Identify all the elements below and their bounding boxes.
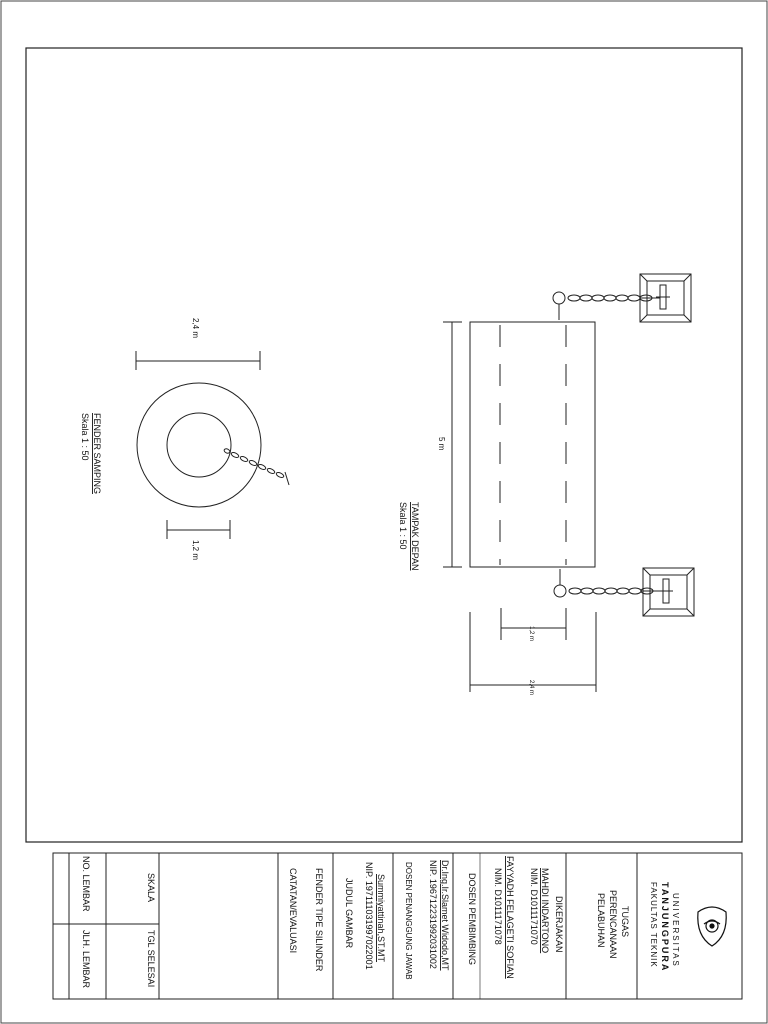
supervisor-name: Dr.Ing.Ir.Slamet Widodo,MT xyxy=(440,860,450,971)
side-view-scale: Skala 1 : 50 xyxy=(80,413,90,461)
side-view: 2,4 m 1,2 m FENDER SAMPING Skala 1 : 50 xyxy=(80,318,290,560)
university-logo-icon xyxy=(697,906,727,947)
dim-large-label: 2,4 m xyxy=(528,680,534,695)
dim-small xyxy=(500,608,567,640)
university-label: UNIVERSITAS xyxy=(671,893,680,968)
drawing-title-label: JUDUL GAMBAR xyxy=(344,878,354,949)
sheet-total-label: JLH. LEMBAR xyxy=(81,930,91,989)
course-line1: TUGAS xyxy=(620,906,630,937)
drawing-title: FENDER TIPE SILINDER xyxy=(314,868,324,972)
dim-large xyxy=(469,612,597,692)
supervisor-nip: NIP. 196712231992031002 xyxy=(428,860,438,969)
lecturer-name: Summiyattinah,ST.MT xyxy=(376,874,386,963)
dim-small-label: 1,2 m xyxy=(528,626,534,641)
date-label: TGL SELESAI xyxy=(146,930,156,987)
university-name: TANJUNGPURA xyxy=(660,882,670,972)
fender-inner-circle xyxy=(166,412,232,478)
supervisor-label: DOSEN PEMBIMBING xyxy=(467,873,477,965)
dim-outer-label: 2,4 m xyxy=(191,318,200,338)
top-chain xyxy=(552,291,660,320)
faculty-name: FAKULTAS TEKNIK xyxy=(649,882,658,968)
drawing-frame xyxy=(25,47,743,843)
dim-length-label: 5 m xyxy=(437,437,446,451)
dim-length xyxy=(443,321,462,568)
course-line2: PERENCANAAN xyxy=(608,890,618,959)
fender-body xyxy=(469,321,596,568)
title-block: UNIVERSITAS TANJUNGPURA FAKULTAS TEKNIK … xyxy=(52,852,743,1000)
sheet-no-label: NO. LEMBAR xyxy=(81,856,91,912)
fender-outer-circle xyxy=(136,382,262,508)
lecturer-nip: NIP. 197111031997022001 xyxy=(364,862,374,970)
author2-id: NIM. D1011171078 xyxy=(493,868,503,945)
side-chain xyxy=(223,448,290,486)
author1-id: NIM. D1011171070 xyxy=(529,868,539,945)
prepared-by-label: DIKERJAKAN xyxy=(554,896,564,953)
bottom-anchor xyxy=(642,567,695,617)
side-view-title: FENDER SAMPING xyxy=(92,413,102,494)
author2-name: FAYYADH FELAGETI SOFIAN xyxy=(505,856,515,979)
front-view-scale: Skala 1 : 50 xyxy=(398,502,408,550)
front-view: 5 m xyxy=(398,273,695,695)
notes-label: CATATAN/EVALUASI xyxy=(288,868,298,953)
dim-inner xyxy=(166,520,231,539)
title-block-frame xyxy=(52,852,743,1000)
dim-outer xyxy=(135,351,261,370)
course-line3: PELABUHAN xyxy=(596,893,606,948)
scale-label: SKALA xyxy=(146,873,156,902)
bottom-chain xyxy=(553,569,663,598)
front-view-title: TAMPAK DEPAN xyxy=(410,502,420,571)
dim-inner-label: 1,2 m xyxy=(191,540,200,560)
lecturer-label: DOSEN PENANGGUNG JAWAB xyxy=(404,862,413,980)
author1-name: MAHDI INDARTONO xyxy=(540,868,550,953)
